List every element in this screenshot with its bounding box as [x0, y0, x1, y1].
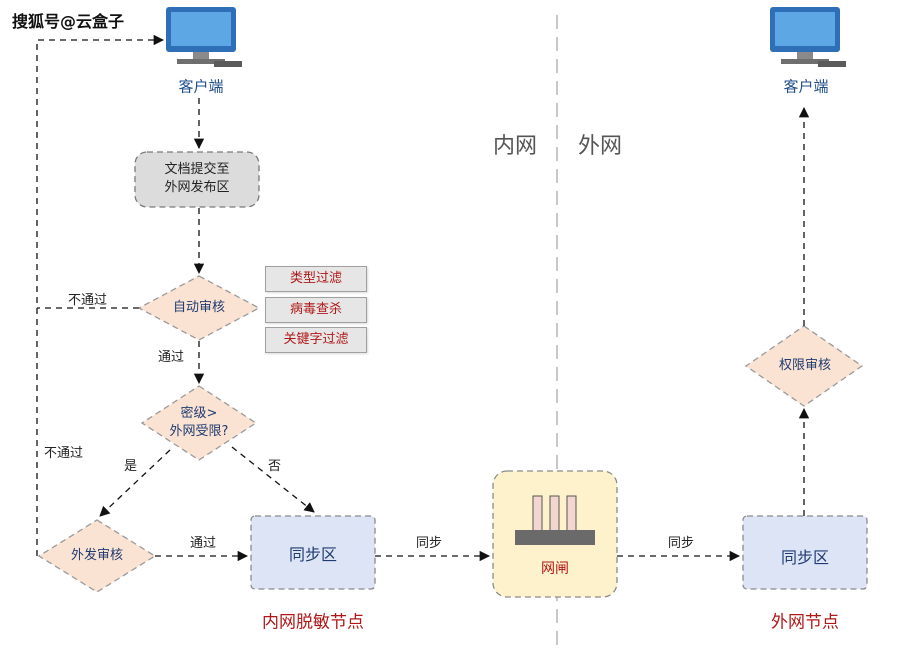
permission-review-label: 权限审核 [778, 358, 832, 373]
internal-sync-caption: 内网脱敏节点 [262, 612, 364, 633]
edge-label-yes: 是 [124, 459, 138, 474]
internal-sync-label: 同步区 [288, 545, 338, 564]
doc-submit-line2: 外网发布区 [164, 180, 230, 195]
client-left-label: 客户端 [178, 77, 224, 96]
external-sync-label: 同步区 [780, 548, 830, 567]
edge-label-pass-outbound: 通过 [190, 536, 217, 551]
secret-check-line1: 密级> [180, 406, 218, 421]
computer-monitor-icon [166, 7, 242, 67]
secret-check-line2: 外网受限? [169, 424, 229, 439]
doc-submit-node[interactable] [134, 151, 260, 208]
auto-review-label: 自动审核 [172, 300, 226, 315]
auto-review-node[interactable] [137, 275, 261, 341]
edge-yes [99, 449, 171, 517]
outbound-review-node[interactable] [37, 519, 157, 593]
outbound-review-label: 外发审核 [70, 548, 124, 563]
edge-label-sync-external: 同步 [668, 536, 695, 551]
gateway-label: 网闸 [541, 561, 569, 577]
doc-submit-line1: 文档提交至 [164, 162, 230, 177]
internal-sync-node[interactable] [250, 515, 376, 590]
client-right-label: 客户端 [783, 77, 829, 96]
filter-virus: 病毒查杀 [265, 297, 367, 323]
edge-label-fail-outbound: 不通过 [44, 446, 84, 461]
gateway-icon [515, 495, 595, 545]
zone-external-label: 外网 [577, 134, 623, 159]
edge-label-no: 否 [268, 459, 282, 474]
secret-check-text: 密级> 外网受限? [170, 405, 229, 441]
filter-keyword: 关键字过滤 [265, 327, 367, 353]
external-sync-caption: 外网节点 [771, 612, 839, 633]
computer-monitor-icon [770, 7, 846, 67]
edge-label-sync-gateway: 同步 [416, 536, 443, 551]
edge-fail-to-client [36, 34, 165, 556]
filter-type: 类型过滤 [265, 266, 367, 292]
external-sync-node[interactable] [742, 515, 868, 590]
permission-review-node[interactable] [744, 325, 864, 407]
secret-check-node[interactable] [140, 385, 258, 461]
edge-label-pass-auto: 通过 [158, 350, 185, 365]
watermark: 搜狐号@云盒子 [12, 12, 125, 31]
edge-label-fail-auto: 不通过 [68, 293, 108, 308]
doc-submit-text: 文档提交至 外网发布区 [164, 161, 229, 197]
zone-internal-label: 内网 [492, 134, 538, 159]
